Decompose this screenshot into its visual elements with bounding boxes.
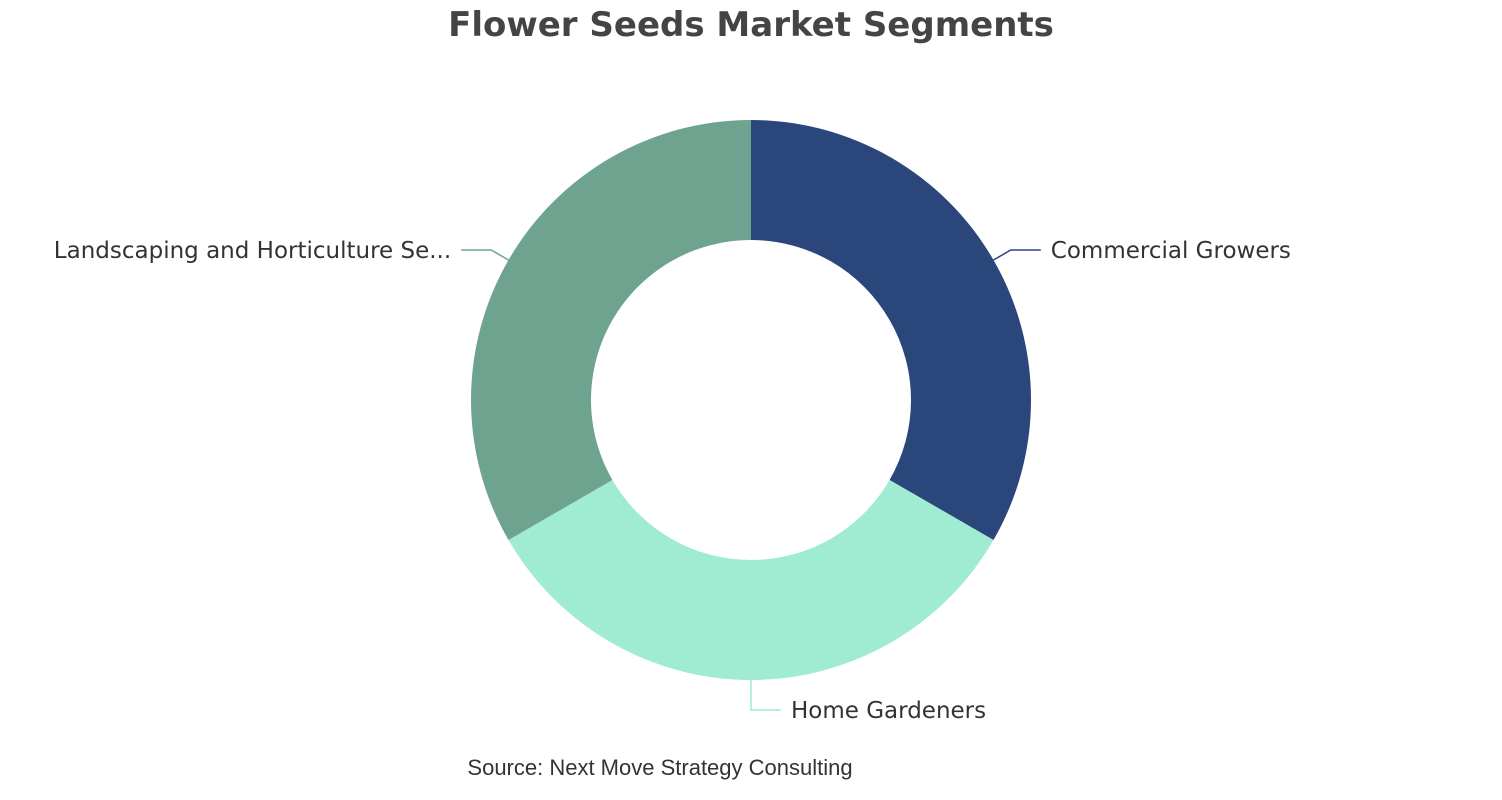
slice-2 xyxy=(508,480,994,681)
slice-3 xyxy=(470,120,751,540)
slice-label-3: Landscaping and Horticulture Se... xyxy=(54,238,451,264)
source-text: Source: Next Move Strategy Consulting xyxy=(467,755,852,780)
leader-line-3 xyxy=(461,249,509,261)
slices-group xyxy=(470,120,1031,681)
leader-line-2 xyxy=(750,680,781,711)
chart-title: Flower Seeds Market Segments xyxy=(448,5,1054,45)
leader-line-1 xyxy=(993,249,1041,261)
slice-label-1: Commercial Growers xyxy=(1051,238,1291,264)
slice-1 xyxy=(751,120,1031,540)
slice-label-2: Home Gardeners xyxy=(791,698,986,724)
